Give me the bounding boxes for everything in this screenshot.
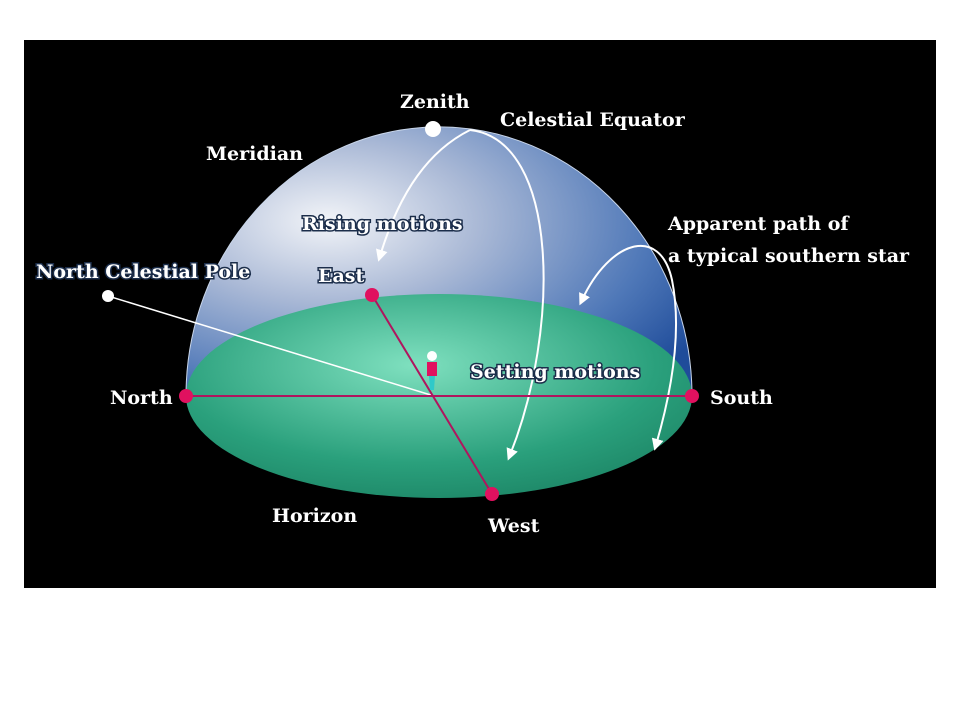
north-celestial-pole-label: North Celestial Pole: [36, 261, 250, 283]
east-west-line: [371, 294, 493, 495]
southern-star-path: [579, 244, 677, 451]
meridian-label: Meridian: [206, 143, 303, 165]
south-marker: [685, 389, 699, 403]
observer-figure: [427, 351, 437, 390]
west-marker: [485, 487, 499, 501]
east-label: East: [318, 265, 364, 287]
horizon-label: Horizon: [272, 505, 357, 527]
north-label: North: [110, 387, 173, 409]
rising-motions-label: Rising motions: [302, 213, 463, 235]
zenith-dot: [425, 121, 441, 137]
north-marker: [179, 389, 193, 403]
setting-motions-label: Setting motions: [470, 361, 640, 383]
zenith-label: Zenith: [400, 91, 470, 113]
south-label: South: [710, 387, 773, 409]
north-celestial-pole-dot: [102, 290, 114, 302]
apparent-path-label-line2: a typical southern star: [668, 245, 910, 267]
pole-axis-line: [107, 295, 435, 397]
west-label: West: [487, 515, 540, 537]
east-marker: [365, 288, 379, 302]
celestial-equator-arc: [469, 129, 545, 461]
celestial-equator-label: Celestial Equator: [500, 109, 686, 131]
rising-arc: [375, 129, 471, 262]
apparent-path-label-line1: Apparent path of: [667, 213, 850, 235]
